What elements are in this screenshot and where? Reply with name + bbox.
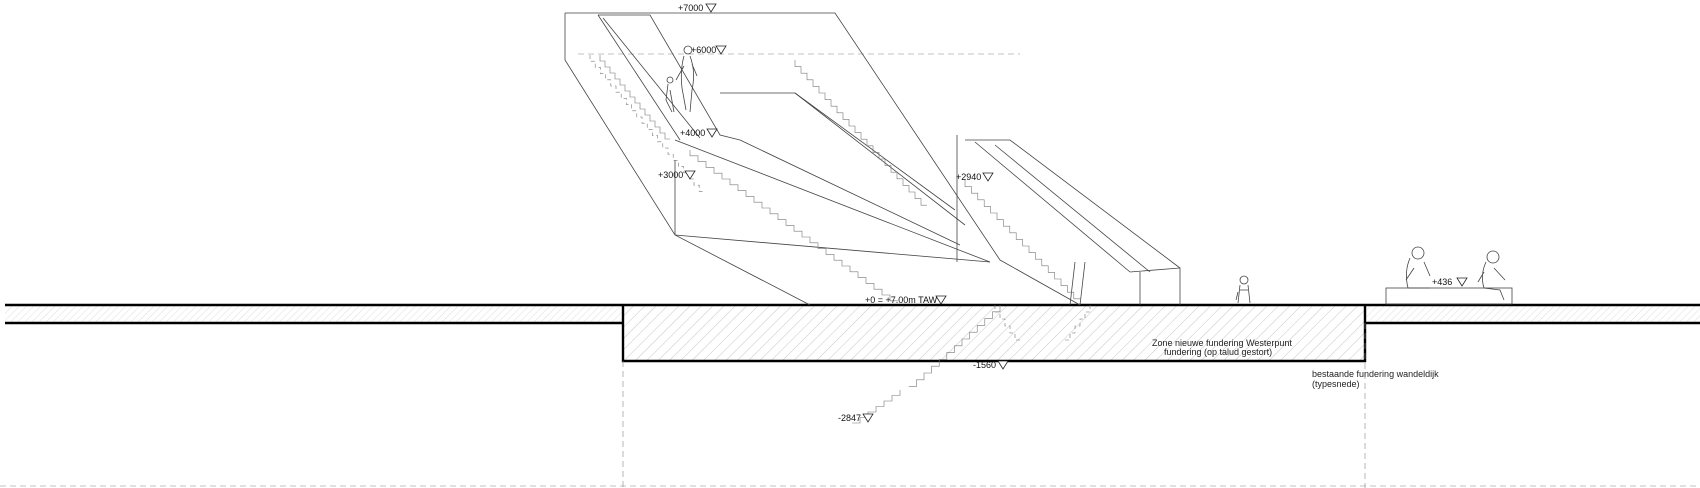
svg-text:+6000: +6000 bbox=[691, 45, 716, 55]
stair-profile bbox=[994, 305, 1020, 341]
svg-text:+436: +436 bbox=[1432, 277, 1452, 287]
stair-profile bbox=[689, 150, 898, 302]
level-marker-0: +0 = +7.00m TAW bbox=[865, 295, 947, 305]
stair-steps-fan bbox=[994, 305, 1091, 341]
svg-text:+0 = +7.00m TAW: +0 = +7.00m TAW bbox=[865, 295, 938, 305]
stair-profile bbox=[599, 55, 670, 140]
svg-text:fundering (op talud gestort): fundering (op talud gestort) bbox=[1164, 347, 1272, 357]
svg-text:+4000: +4000 bbox=[680, 128, 705, 138]
svg-text:-2847: -2847 bbox=[838, 413, 861, 423]
svg-text:+7000: +7000 bbox=[678, 3, 703, 13]
level-marker-436: +436 bbox=[1432, 277, 1468, 287]
stair-profile bbox=[964, 180, 1081, 300]
stair-profile bbox=[794, 60, 927, 206]
foundation-zone bbox=[621, 303, 1367, 363]
level-marker-2940: +2940 bbox=[956, 172, 994, 182]
person-figure-upper bbox=[665, 45, 698, 113]
stair-steps-middle bbox=[689, 150, 898, 302]
stair-steps-upper bbox=[589, 55, 705, 192]
staircase-structure bbox=[564, 12, 1181, 306]
level-marker-3000: +3000 bbox=[658, 170, 696, 180]
level-marker-minus-2847: -2847 bbox=[838, 413, 874, 423]
stair-profile bbox=[852, 390, 901, 424]
svg-text:(typesnede): (typesnede) bbox=[1312, 379, 1360, 389]
existing-foundation-note: bestaande fundering wandeldijk (typesned… bbox=[1312, 369, 1439, 389]
zone-note: Zone nieuwe fundering Westerpunt funderi… bbox=[1152, 338, 1292, 357]
level-marker-7000: +7000 bbox=[678, 3, 717, 13]
person-figure-seated-right bbox=[1477, 250, 1506, 301]
svg-text:Zone nieuwe fundering Westerpu: Zone nieuwe fundering Westerpunt bbox=[1152, 338, 1292, 348]
person-figure-seated-left bbox=[1405, 246, 1431, 289]
level-marker-4000: +4000 bbox=[680, 128, 718, 138]
level-marker-6000: +6000 bbox=[691, 45, 727, 55]
ground-right bbox=[1365, 303, 1700, 325]
stair-profile bbox=[1065, 305, 1091, 341]
reference-lines bbox=[0, 53, 1700, 488]
svg-text:+3000: +3000 bbox=[658, 170, 683, 180]
svg-text:+2940: +2940 bbox=[956, 172, 981, 182]
stair-profile bbox=[908, 305, 1001, 387]
ground-left bbox=[5, 303, 623, 325]
stair-steps-below-ground bbox=[852, 305, 1001, 424]
bench bbox=[1385, 287, 1513, 305]
stair-steps-right-top bbox=[794, 60, 927, 206]
stair-profile bbox=[589, 55, 705, 192]
stair-steps-right bbox=[964, 180, 1081, 300]
level-marker-minus-1560: -1560 bbox=[973, 360, 1009, 370]
person-figure-ground bbox=[1235, 275, 1251, 304]
svg-text:bestaande fundering wandeldijk: bestaande fundering wandeldijk bbox=[1312, 369, 1439, 379]
svg-text:-1560: -1560 bbox=[973, 360, 996, 370]
